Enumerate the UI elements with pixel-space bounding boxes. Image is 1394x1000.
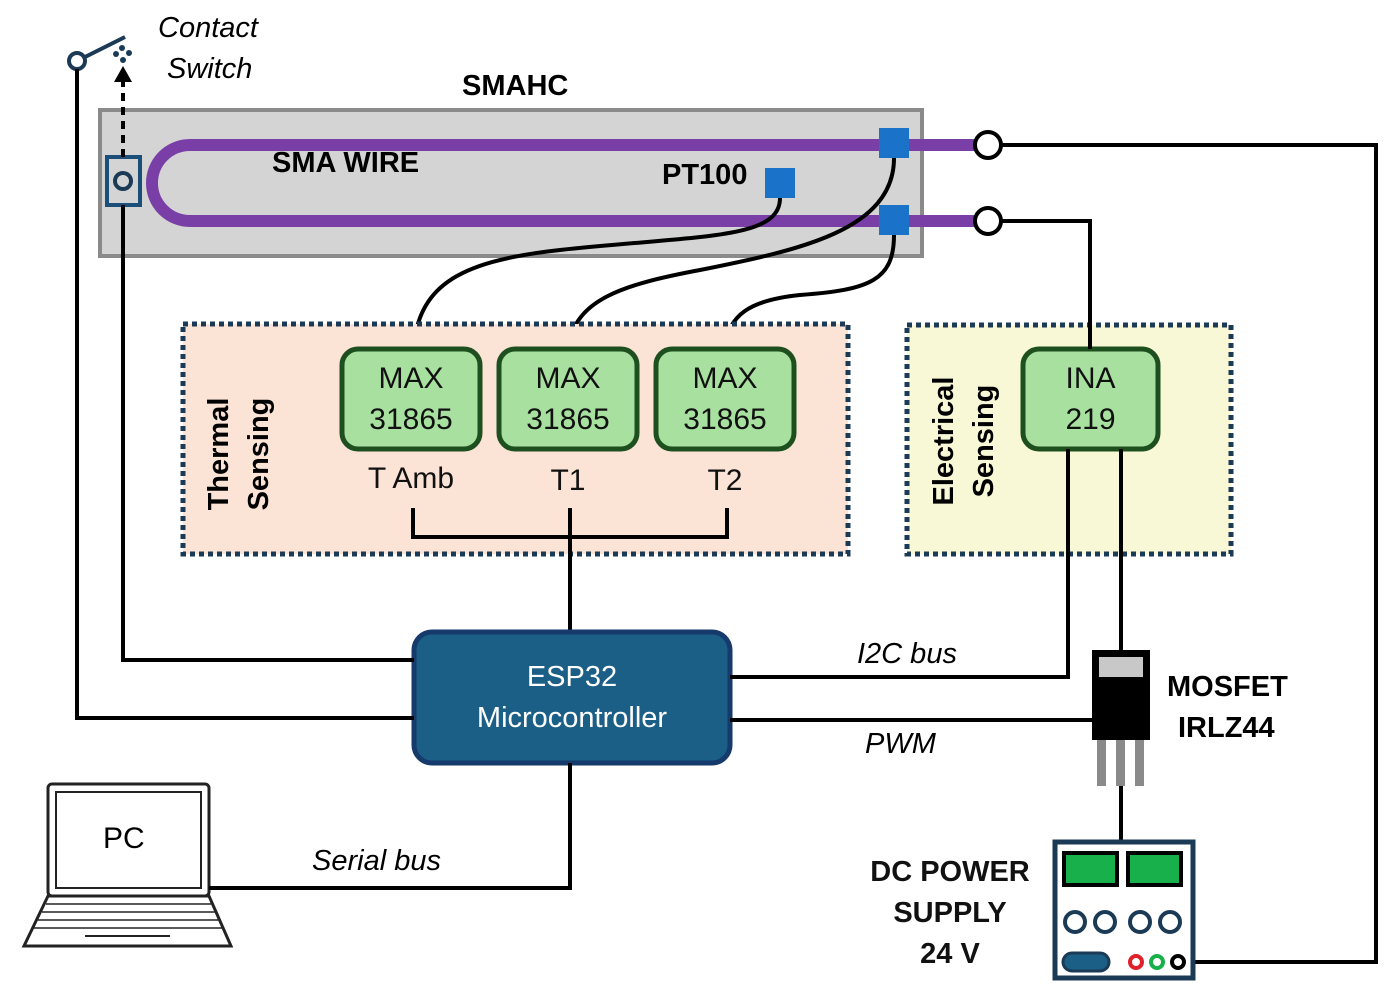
pwm-label: PWM: [865, 728, 936, 760]
max-chip-t1-text: MAX 31865: [499, 358, 637, 440]
chip-line2: 31865: [369, 403, 453, 436]
chip-line1: MAX: [692, 362, 758, 395]
i2c-line: [730, 449, 1070, 679]
tag-t1: T1: [550, 464, 586, 497]
esp32-line1: ESP32: [526, 661, 618, 693]
terminal-top: [973, 130, 1003, 160]
max-bracket: [411, 508, 729, 632]
pt100-label: PT100: [662, 159, 748, 191]
max-chip-t2: [653, 346, 797, 452]
cable-t1: [566, 157, 896, 349]
mosfet-icon: [1092, 650, 1150, 786]
anchor-pin: [113, 171, 133, 191]
sensor-pad-bottom: [879, 205, 909, 235]
thermal-title-line2: Sensing: [243, 397, 275, 511]
laptop-icon: [21, 782, 234, 948]
power-line3: 24 V: [920, 938, 980, 970]
sensor-pad-top: [879, 128, 909, 158]
chip-line1: MAX: [535, 362, 601, 395]
smahc-panel: [98, 108, 924, 258]
switch-pivot: [67, 51, 87, 71]
tag-tamb: T Amb: [367, 462, 455, 495]
max-chip-t2-text: MAX 31865: [656, 358, 794, 440]
tag-t2: T2: [707, 464, 743, 497]
pc-label: PC: [103, 822, 145, 855]
electrical-zone-title: Electrical Sensing: [924, 351, 1004, 531]
switch-signal-line: [121, 205, 414, 662]
mosfet-label-1: MOSFET: [1167, 671, 1288, 703]
chip-line1: MAX: [378, 362, 444, 395]
pt100-sensor: [765, 168, 795, 198]
max-chip-tamb-text: MAX 31865: [342, 358, 480, 440]
mosfet-label-2: IRLZ44: [1178, 712, 1275, 744]
switch-arrow: [114, 66, 132, 82]
chip-line1: INA: [1065, 362, 1116, 395]
chip-line2: 31865: [526, 403, 610, 436]
ina-supply-line: [1001, 219, 1092, 349]
contact-switch-label-1: Contact: [158, 12, 258, 44]
sma-wire: [146, 139, 985, 227]
power-supply-label: DC POWER SUPPLY 24 V: [855, 852, 1045, 975]
ina-chip-text: INA 219: [1023, 358, 1158, 440]
terminal-bottom: [973, 206, 1003, 236]
switch-contact-icon: [113, 45, 132, 63]
esp32-text: ESP32 Microcontroller: [414, 657, 730, 739]
power-line2: SUPPLY: [893, 897, 1007, 929]
thermal-zone-title: Thermal Sensing: [199, 374, 279, 534]
electrical-title-line1: Electrical: [928, 376, 960, 506]
sma-wire-label: SMA WIRE: [272, 147, 420, 179]
contact-switch-label-2: Switch: [167, 53, 253, 85]
thermal-title-line1: Thermal: [203, 397, 235, 511]
smahc-title: SMAHC: [462, 70, 569, 102]
serial-line: [209, 763, 572, 890]
serial-bus-label: Serial bus: [312, 845, 441, 877]
esp32-line2: Microcontroller: [476, 702, 668, 734]
cable-pt100: [411, 197, 782, 349]
electrical-title-line2: Sensing: [968, 384, 1000, 498]
chip-line2: 31865: [683, 403, 767, 436]
i2c-bus-label: I2C bus: [857, 638, 957, 670]
max-chip-t1: [496, 346, 640, 452]
power-line1: DC POWER: [870, 856, 1030, 888]
chip-line2: 219: [1065, 403, 1116, 436]
power-supply-icon: [1052, 839, 1196, 981]
max-chip-tamb: [339, 346, 483, 452]
switch-ground-line: [75, 69, 414, 720]
return-line: [1001, 143, 1378, 964]
